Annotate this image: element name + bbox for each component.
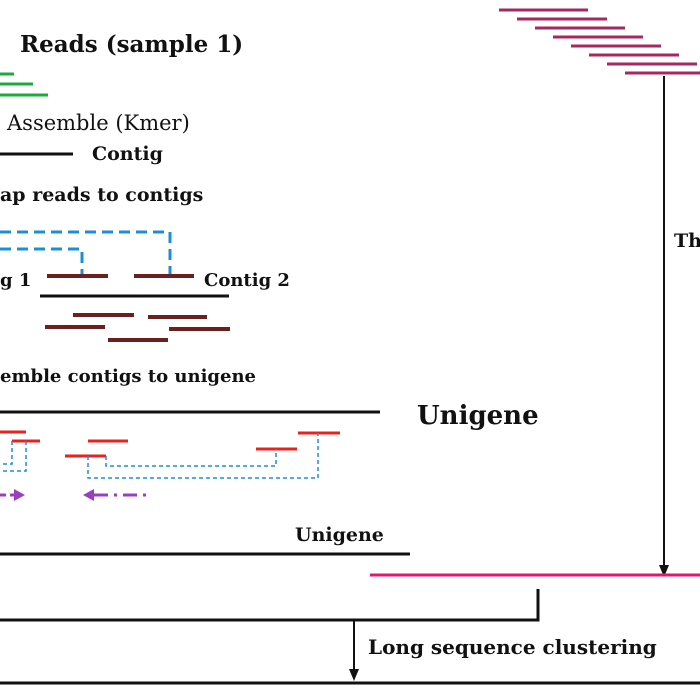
vertical-arrow-head (659, 565, 669, 577)
th-label: Th (674, 230, 700, 252)
pe-link-inner (0, 247, 84, 274)
reads-title: Reads (sample 1) (20, 31, 243, 58)
paired-end-links (0, 230, 172, 274)
contig1-label: g 1 (0, 270, 31, 291)
link-left-a (0, 441, 13, 465)
cluster-bracket (0, 589, 540, 622)
unigene-small-label: Unigene (295, 524, 384, 546)
map-reads-label: ap reads to contigs (0, 184, 203, 206)
purple-arrow-left-head (83, 489, 94, 501)
contig2-label: Contig 2 (204, 270, 290, 291)
pe-link-outer (0, 230, 172, 274)
staggered-reads (499, 8, 700, 75)
purple-arrows (0, 489, 148, 501)
link-left-b (0, 441, 27, 472)
long-clustering-label: Long sequence clustering (368, 635, 657, 659)
red-reads (0, 430, 340, 458)
assemble-unigene-label: emble contigs to unigene (0, 366, 256, 387)
contig-label: Contig (92, 143, 163, 165)
unigene-large-label: Unigene (417, 401, 539, 431)
link-mid-1 (105, 449, 277, 467)
assemble-kmer-label: Assemble (Kmer) (6, 111, 190, 135)
red-read-links (0, 433, 319, 479)
link-mid-2 (87, 433, 319, 479)
contig-reads-bottom (45, 313, 230, 342)
cluster-arrow-head (349, 669, 359, 681)
green-reads (0, 72, 48, 97)
purple-arrow-right-head (14, 489, 25, 501)
